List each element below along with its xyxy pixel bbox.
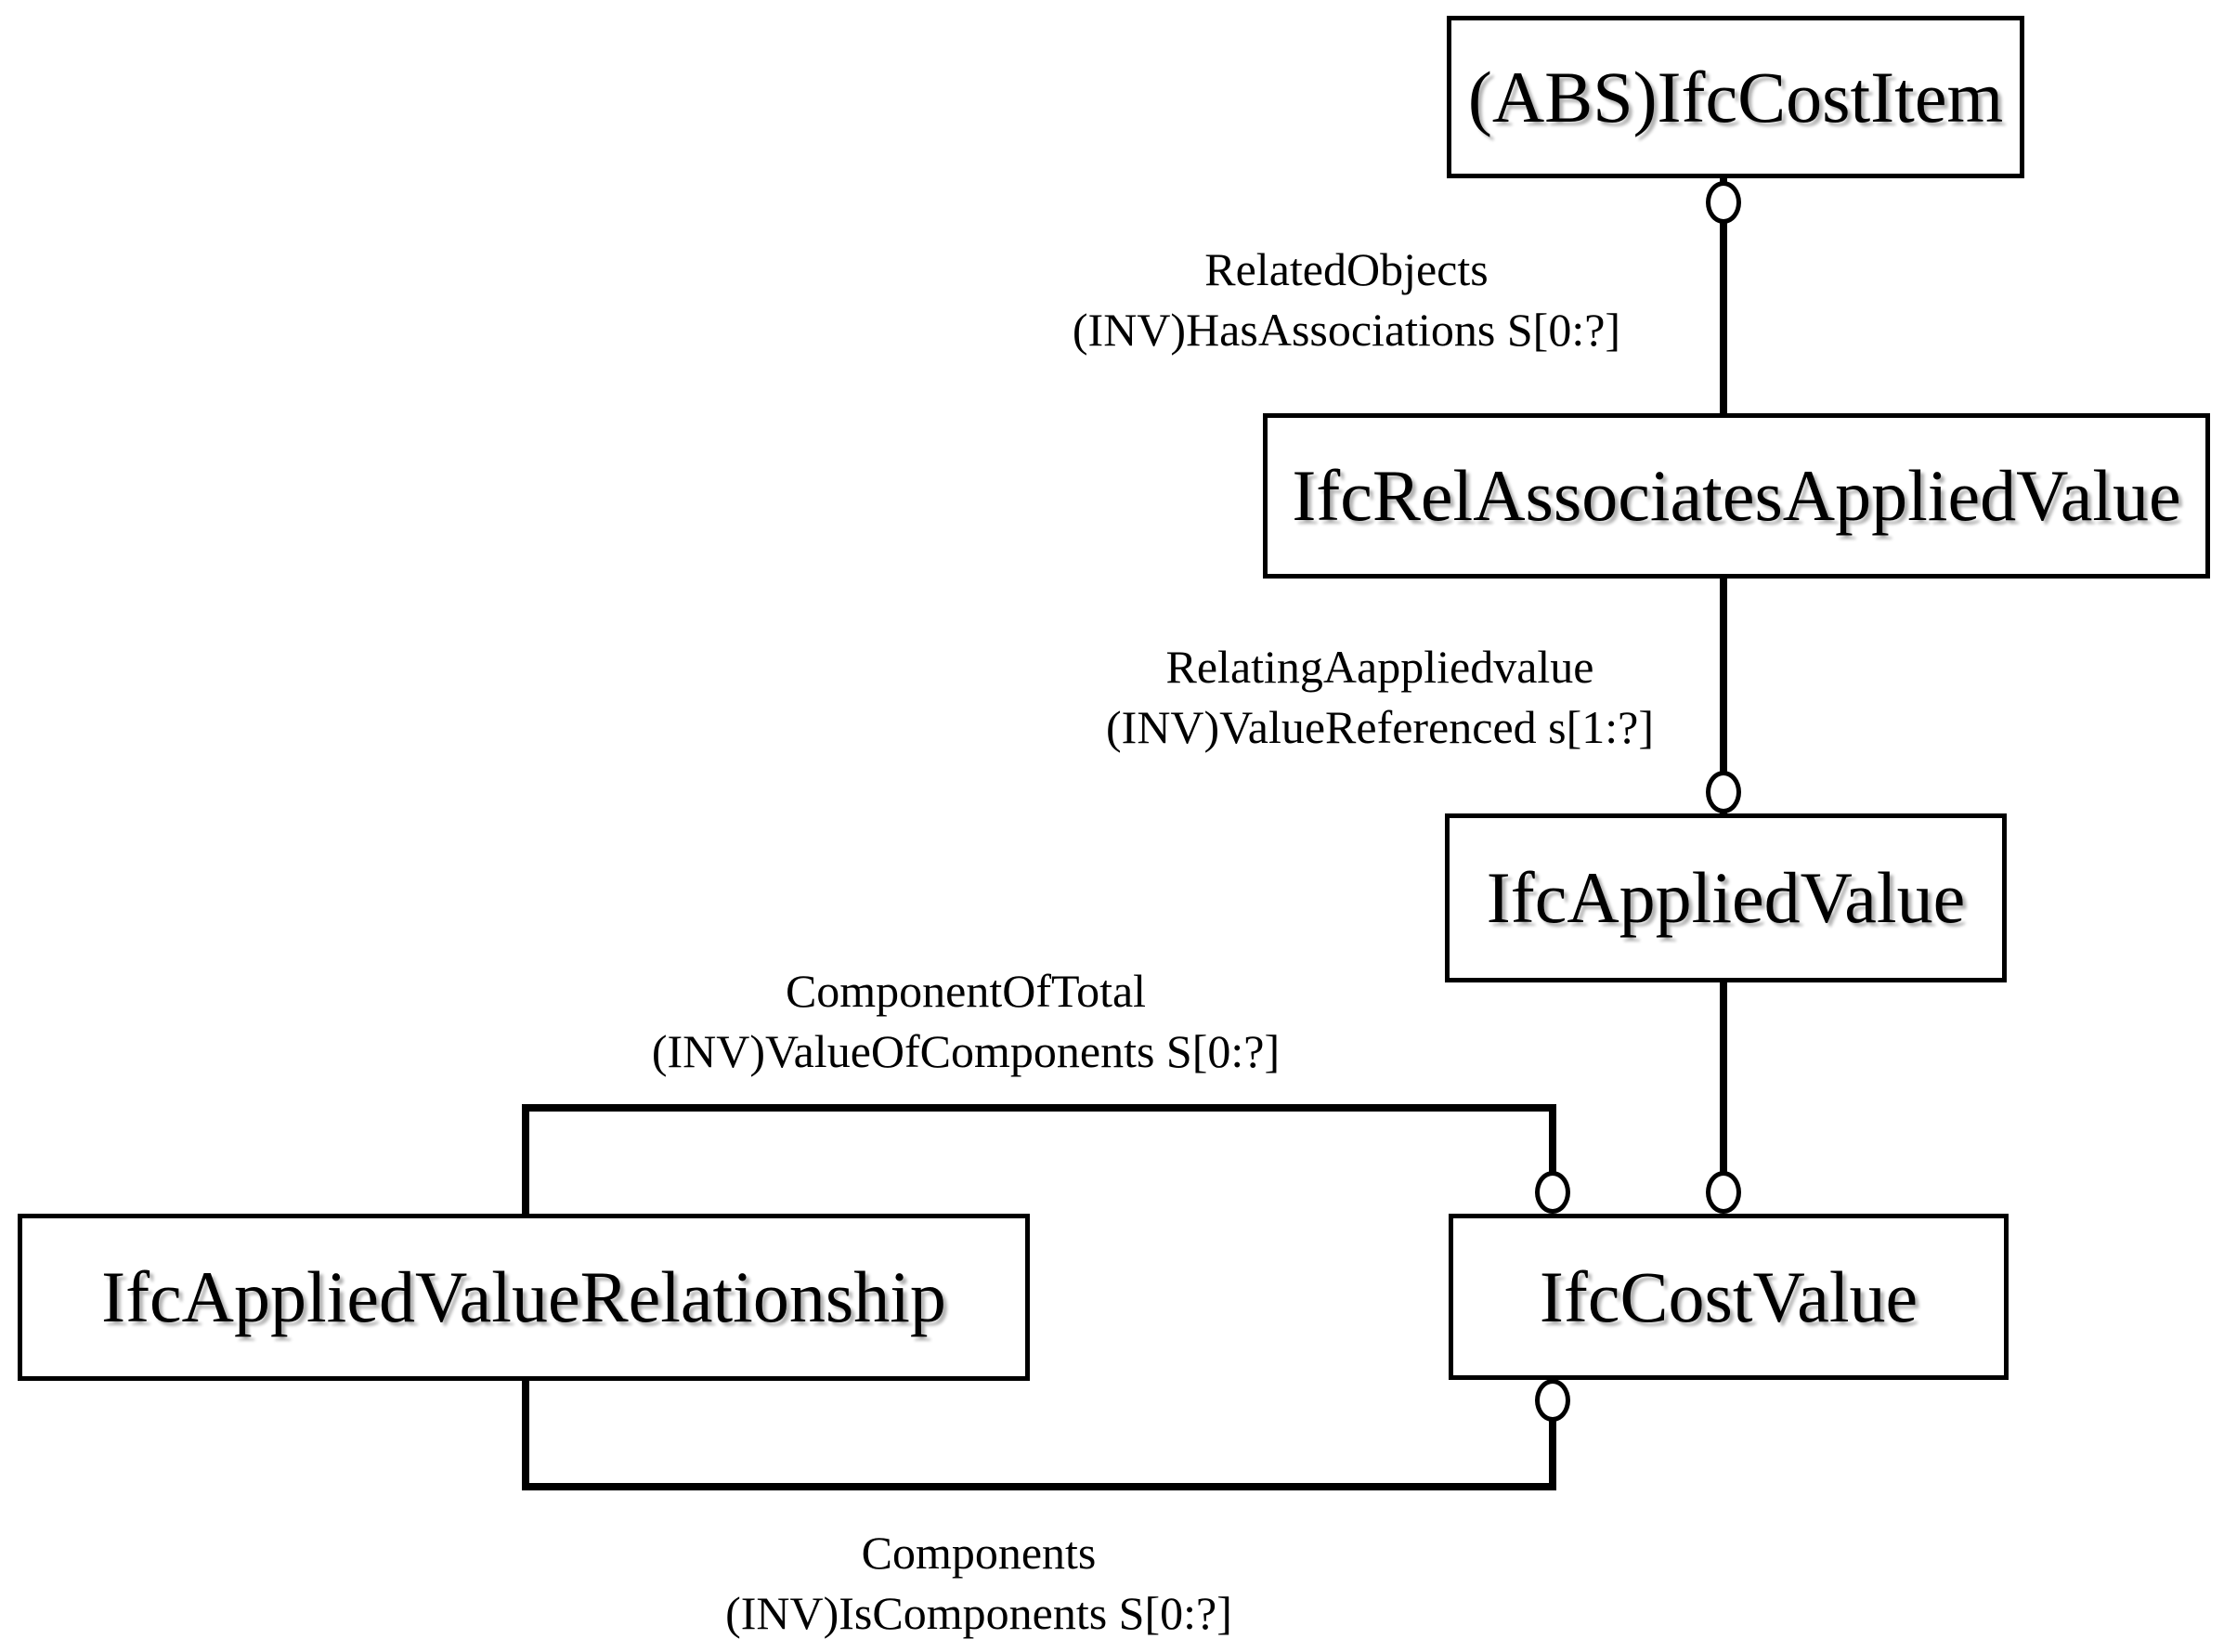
edge-label-relating-applied-value-line1: RelatingAappliedvalue (1165, 641, 1594, 693)
edge-label-related-objects: RelatedObjects (INV)HasAssociations S[0:… (975, 240, 1718, 360)
node-ifc-rel-associates-applied-value-label: IfcRelAssociatesAppliedValue (1292, 455, 2181, 536)
connector-costitem-relassociates (1720, 176, 1727, 415)
aggregation-circle-costvalue-bottom (1535, 1379, 1570, 1422)
connector-components-horizontal (522, 1483, 1556, 1490)
node-ifc-applied-value-label: IfcAppliedValue (1486, 857, 1966, 938)
edge-label-component-of-total: ComponentOfTotal (INV)ValueOfComponents … (548, 961, 1384, 1082)
node-ifc-cost-item-label: (ABS)IfcCostItem (1467, 56, 2004, 137)
edge-label-relating-applied-value-line2: (INV)ValueReferenced s[1:?] (1106, 701, 1654, 753)
aggregation-circle-costitem (1706, 181, 1741, 224)
edge-label-components-line1: Components (861, 1527, 1097, 1579)
aggregation-circle-appliedvalue-top (1706, 771, 1741, 813)
connector-componentoftotal-vertical-right (1549, 1104, 1556, 1176)
node-ifc-applied-value: IfcAppliedValue (1445, 813, 2007, 982)
aggregation-circle-costvalue-top-right (1706, 1171, 1741, 1214)
aggregation-circle-costvalue-top-left (1535, 1171, 1570, 1214)
node-ifc-cost-value: IfcCostValue (1449, 1214, 2009, 1380)
connector-componentoftotal-horizontal (522, 1104, 1556, 1112)
node-ifc-rel-associates-applied-value: IfcRelAssociatesAppliedValue (1263, 413, 2210, 579)
connector-appliedvalue-costvalue (1720, 981, 1727, 1176)
node-ifc-applied-value-relationship-label: IfcAppliedValueRelationship (101, 1256, 946, 1337)
edge-label-components-line2: (INV)IsComponents S[0:?] (725, 1587, 1232, 1639)
node-ifc-applied-value-relationship: IfcAppliedValueRelationship (18, 1214, 1030, 1381)
node-ifc-cost-item: (ABS)IfcCostItem (1447, 16, 2024, 178)
connector-componentoftotal-vertical-left (522, 1104, 529, 1216)
connector-relassociates-appliedvalue (1720, 577, 1727, 815)
edge-label-related-objects-line1: RelatedObjects (1204, 243, 1489, 295)
connector-components-vertical-left (522, 1379, 529, 1490)
edge-label-components: Components (INV)IsComponents S[0:?] (561, 1523, 1397, 1644)
edge-label-component-of-total-line1: ComponentOfTotal (785, 965, 1147, 1017)
edge-label-relating-applied-value: RelatingAappliedvalue (INV)ValueReferenc… (1008, 637, 1751, 758)
edge-label-component-of-total-line2: (INV)ValueOfComponents S[0:?] (651, 1025, 1281, 1077)
node-ifc-cost-value-label: IfcCostValue (1539, 1255, 1918, 1337)
connector-components-vertical-right (1549, 1419, 1556, 1490)
edge-label-related-objects-line2: (INV)HasAssociations S[0:?] (1072, 304, 1621, 356)
